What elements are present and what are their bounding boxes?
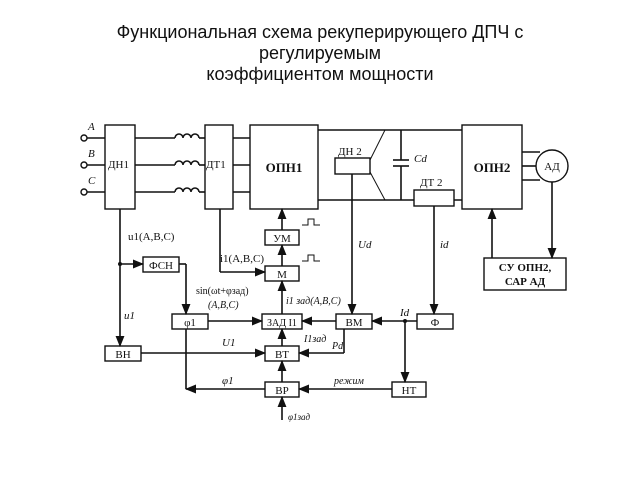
block-vt: ВТ [264, 345, 300, 362]
block-su-line2: САР АД [505, 276, 546, 288]
inductor-b [174, 160, 200, 166]
block-phi1-label: φ1 [184, 317, 196, 329]
block-f: Ф [416, 313, 454, 330]
phase-a-label: A [87, 121, 95, 133]
inductor-a [174, 133, 200, 139]
label-i1zad: I1зад [303, 334, 326, 345]
signal-labels: u1(A,B,C) i1(A,B,C) sin(ωt+φзад) (A,B,C)… [124, 231, 449, 422]
block-fsn-label: ФСН [149, 260, 173, 272]
block-dt2: ДТ 2 [413, 177, 455, 207]
block-vt-label: ВТ [275, 349, 289, 361]
block-ad-label: АД [544, 161, 560, 173]
block-opn1: ОПН1 [249, 124, 319, 210]
block-su-opn2: СУ ОПН2, САР АД [483, 257, 567, 291]
label-ud: Ud [358, 239, 372, 251]
block-f-label: Ф [431, 317, 440, 329]
block-um: УМ [264, 229, 300, 246]
block-fsn: ФСН [142, 256, 180, 273]
block-opn1-label: ОПН1 [266, 160, 303, 175]
block-nt: НТ [391, 381, 427, 398]
label-sin-line2: (A,B,C) [208, 300, 239, 311]
label-U1: U1 [222, 337, 235, 349]
label-rezhim: режим [333, 376, 364, 387]
cd-label: Cd [414, 153, 427, 165]
block-zad-i1-label: ЗАД I1 [267, 318, 297, 329]
block-dn1: ДН1 [104, 124, 136, 210]
block-dn1-label: ДН1 [108, 159, 129, 171]
block-vm: ВМ [335, 313, 373, 330]
phase-a-terminal [80, 134, 88, 142]
block-vr: ВР [264, 381, 300, 398]
block-phi1: φ1 [171, 313, 209, 330]
label-pd: Pd [331, 341, 344, 352]
dc-link [318, 129, 462, 201]
block-m: М [264, 265, 300, 282]
block-dn2: ДН 2 [334, 146, 371, 175]
signal-lines [115, 174, 557, 420]
title-line-3: коэффициентом мощности [206, 64, 434, 84]
label-id-cap: Id [399, 307, 410, 319]
label-phi1zad: φ1зад [288, 412, 310, 422]
phase-lines: A B C [80, 121, 250, 196]
block-um-label: УМ [273, 233, 291, 245]
block-dt1: ДТ1 [204, 124, 234, 210]
pulse-symbol-um [302, 218, 320, 226]
phase-c-terminal [80, 188, 88, 196]
block-nt-label: НТ [402, 385, 417, 397]
block-ad-motor: АД [535, 149, 569, 183]
inductor-c [174, 187, 200, 193]
block-zad-i1: ЗАД I1 [261, 313, 303, 330]
label-i1zad-abc: i1 зад(A,B,C) [286, 296, 341, 307]
block-opn2: ОПН2 [461, 124, 523, 210]
block-vm-label: ВМ [345, 317, 362, 329]
label-u1-abc: u1(A,B,C) [128, 231, 175, 243]
block-dt1-label: ДТ1 [206, 159, 226, 171]
label-u1: u1 [124, 310, 135, 322]
label-i1-abc: i1(A,B,C) [220, 253, 264, 265]
block-vn-label: ВН [115, 349, 130, 361]
block-vn: ВН [104, 345, 142, 362]
block-m-label: М [277, 269, 287, 281]
label-phi1: φ1 [222, 375, 234, 387]
label-sin-line1: sin(ωt+φзад) [196, 286, 249, 297]
diagram-title: Функциональная схема рекуперирующего ДПЧ… [0, 22, 640, 85]
label-id: id [440, 239, 449, 251]
block-dt2-label: ДТ 2 [420, 177, 442, 189]
title-line-2: регулируемым [258, 43, 382, 63]
block-vr-label: ВР [275, 385, 288, 397]
block-dn2-label: ДН 2 [338, 146, 362, 158]
block-su-line1: СУ ОПН2, [499, 262, 552, 274]
phase-c-label: C [88, 175, 96, 187]
title-line-1: Функциональная схема рекуперирующего ДПЧ… [116, 22, 524, 42]
pulse-symbol-m [302, 254, 320, 262]
phase-b-label: B [88, 148, 95, 160]
block-opn2-label: ОПН2 [474, 160, 511, 175]
phase-b-terminal [80, 161, 88, 169]
